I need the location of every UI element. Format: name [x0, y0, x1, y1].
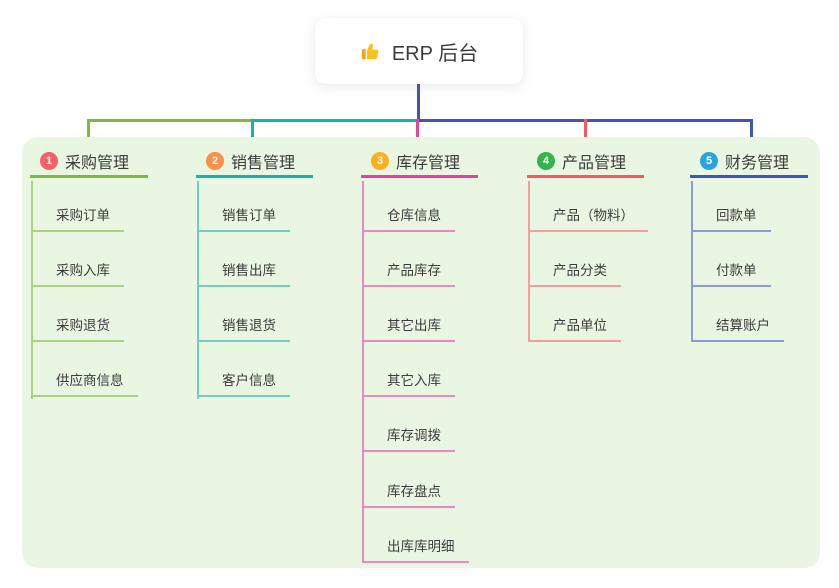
branch-3-drop-connector: [416, 119, 419, 145]
branch-1-number-badge: 1: [40, 151, 58, 170]
child-node[interactable]: 其它出库: [362, 317, 455, 342]
child-node[interactable]: 采购入库: [31, 262, 124, 287]
branch-2-children-connector: [197, 181, 199, 399]
child-node[interactable]: 采购退货: [31, 317, 124, 342]
thumbs-up-icon: [360, 40, 382, 62]
branch-node-purchase[interactable]: 1 采购管理: [30, 146, 148, 178]
branches-panel: [22, 137, 820, 568]
branch-5-children-connector: [691, 181, 693, 341]
child-node[interactable]: 回款单: [691, 207, 771, 232]
child-node[interactable]: 供应商信息: [31, 372, 138, 397]
child-node[interactable]: 产品（物料）: [528, 207, 648, 232]
child-node[interactable]: 库存盘点: [362, 483, 455, 508]
child-node[interactable]: 采购订单: [31, 207, 124, 232]
child-node[interactable]: 付款单: [691, 262, 771, 287]
child-node[interactable]: 产品单位: [528, 317, 621, 342]
child-node[interactable]: 销售退货: [197, 317, 290, 342]
child-node[interactable]: 客户信息: [197, 372, 290, 397]
branch-1-drop-connector: [87, 119, 90, 145]
branch-5-number-badge: 5: [700, 151, 718, 170]
branch-2-drop-connector: [251, 119, 254, 145]
branch-2-bus-connector: [252, 119, 418, 122]
branch-node-finance[interactable]: 5 财务管理: [690, 146, 808, 178]
branch-node-label: 库存管理: [396, 154, 461, 172]
root-node-label: ERP 后台: [391, 42, 479, 65]
branch-node-inventory[interactable]: 3 库存管理: [361, 146, 478, 178]
branch-4-children-connector: [528, 181, 530, 341]
child-node[interactable]: 产品分类: [528, 262, 621, 287]
branch-3-children-connector: [362, 181, 364, 562]
branch-4-drop-connector: [584, 119, 587, 145]
child-node[interactable]: 仓库信息: [362, 207, 455, 232]
branch-node-label: 产品管理: [562, 154, 627, 172]
child-node[interactable]: 出库库明细: [362, 538, 469, 563]
branch-1-bus-connector: [87, 119, 253, 122]
root-node[interactable]: ERP 后台: [315, 18, 523, 84]
branch-1-children-connector: [31, 181, 33, 399]
branch-node-label: 采购管理: [65, 154, 130, 172]
branch-node-label: 财务管理: [725, 154, 790, 172]
branch-node-product[interactable]: 4 产品管理: [527, 146, 644, 178]
child-node[interactable]: 其它入库: [362, 372, 455, 397]
child-node[interactable]: 销售订单: [197, 207, 290, 232]
child-node[interactable]: 结算账户: [691, 317, 784, 342]
branch-node-label: 销售管理: [231, 154, 296, 172]
branch-node-sales[interactable]: 2 销售管理: [196, 146, 313, 178]
child-node[interactable]: 库存调拨: [362, 427, 455, 452]
branch-5-drop-connector: [750, 119, 753, 146]
branch-4-number-badge: 4: [537, 151, 555, 170]
child-node[interactable]: 销售出库: [197, 262, 290, 287]
branch-2-number-badge: 2: [206, 151, 224, 170]
root-connector: [417, 84, 420, 120]
branch-3-number-badge: 3: [371, 151, 389, 170]
child-node[interactable]: 产品库存: [362, 262, 455, 287]
